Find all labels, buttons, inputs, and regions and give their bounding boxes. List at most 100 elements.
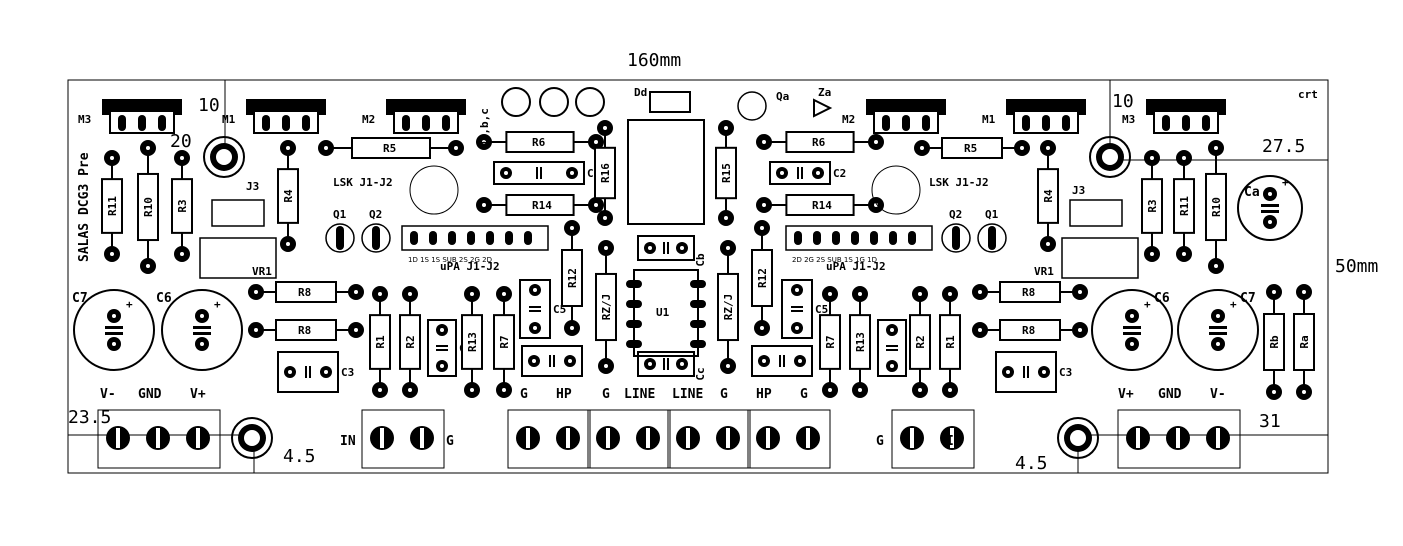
resistor-body — [1205, 172, 1227, 242]
capacitor-label: C5 — [815, 303, 828, 316]
drill-hole — [760, 326, 764, 330]
resistor-label: R14 — [532, 199, 552, 212]
resistor-body — [137, 172, 159, 242]
drill-hole — [594, 140, 598, 144]
drill-hole — [726, 246, 730, 250]
resistor-body — [909, 314, 931, 370]
transistor-label: Q1 — [333, 208, 347, 221]
diode-dd — [649, 91, 691, 113]
height-dimension: 50mm — [1335, 256, 1378, 277]
drill-hole — [1302, 390, 1306, 394]
drill-hole — [378, 292, 382, 296]
resistor-label: R6 — [812, 136, 826, 149]
drill-hole — [354, 290, 358, 294]
drill-hole — [146, 264, 150, 268]
drill-hole — [1182, 252, 1186, 256]
resistor-body — [785, 194, 855, 216]
dip-ic — [633, 269, 699, 357]
resistor-label: Ra — [1298, 335, 1311, 348]
resistor-body — [351, 137, 431, 159]
drill-hole — [502, 388, 506, 392]
drill-hole — [110, 252, 114, 256]
lsk-label: LSK J1-J2 — [929, 176, 989, 189]
drill-hole — [1182, 156, 1186, 160]
corner-label: 4.5 — [1015, 453, 1048, 474]
line-label: LINE — [624, 387, 655, 402]
connector-label: M3 — [78, 113, 91, 126]
drill-hole — [504, 171, 508, 175]
corner-label: 20 — [170, 131, 192, 152]
resistor-body — [715, 146, 737, 200]
drill-hole — [1130, 314, 1134, 318]
capacitor-label: C3 — [1059, 366, 1072, 379]
drill-hole — [816, 171, 820, 175]
led — [539, 87, 569, 117]
pin-header — [785, 225, 933, 251]
hp-label: HP — [756, 387, 772, 402]
polarity-mark: + — [126, 298, 133, 311]
trimmer-vr1 — [199, 237, 277, 279]
screw-terminal — [891, 409, 975, 469]
drill-hole — [726, 364, 730, 368]
transistor — [325, 223, 355, 253]
capacitor-label: Ca — [1244, 185, 1260, 200]
led — [575, 87, 605, 117]
resistor-label: R1 — [374, 335, 387, 349]
drill-hole — [180, 156, 184, 160]
electrolytic-cap — [73, 289, 155, 371]
relay — [627, 119, 705, 225]
resistor-label: R5 — [383, 142, 396, 155]
capacitor-label: C3 — [341, 366, 354, 379]
led — [501, 87, 531, 117]
g-label: G — [720, 387, 728, 402]
g-label: G — [876, 434, 884, 449]
resistor-body — [505, 131, 575, 153]
resistor-body — [751, 249, 773, 307]
screw-terminal — [587, 409, 671, 469]
drill-hole — [1046, 242, 1050, 246]
polarity-mark: + — [214, 298, 221, 311]
capacitor-label: C6 — [156, 291, 172, 306]
polarity-mark: + — [1144, 298, 1151, 311]
drill-hole — [760, 226, 764, 230]
zener-label: Za — [818, 86, 831, 99]
drill-hole — [762, 359, 766, 363]
connector-label: M1 — [982, 113, 996, 126]
drill-hole — [1268, 192, 1272, 196]
drill-hole — [570, 226, 574, 230]
drill-hole — [978, 290, 982, 294]
drill-hole — [978, 328, 982, 332]
resistor-body — [595, 272, 617, 342]
capacitor-outline — [519, 279, 551, 339]
drill-hole — [200, 342, 204, 346]
drill-hole — [1150, 252, 1154, 256]
drill-hole — [680, 246, 684, 250]
line-label: LINE — [672, 387, 703, 402]
gnd-label: GND — [1158, 387, 1182, 402]
resistor-label: Rb — [1268, 335, 1281, 349]
resistor-body — [505, 194, 575, 216]
upa-label: uPA J1-J2 — [826, 260, 886, 273]
gnd-label: GND — [138, 387, 162, 402]
connector-label: M2 — [842, 113, 855, 126]
transistor-label: Q2 — [369, 208, 382, 221]
diode-label: Da,b,c — [478, 108, 491, 148]
resistor-body — [1141, 178, 1163, 234]
resistor-label: R8 — [298, 324, 311, 337]
drill-hole — [648, 246, 652, 250]
ic-label: U1 — [656, 306, 670, 319]
resistor-body — [939, 314, 961, 370]
resistor-body — [399, 314, 421, 370]
mounting-hole — [1057, 417, 1099, 459]
resistor-label: R2 — [404, 335, 417, 348]
drill-hole — [603, 126, 607, 130]
drill-hole — [286, 242, 290, 246]
drill-hole — [286, 146, 290, 150]
screw-terminal — [747, 409, 831, 469]
drill-hole — [603, 216, 607, 220]
g-label: G — [800, 387, 808, 402]
pin-header — [401, 225, 549, 251]
drill-hole — [324, 370, 328, 374]
drill-hole — [470, 388, 474, 392]
corner-label: 31 — [1259, 411, 1281, 432]
